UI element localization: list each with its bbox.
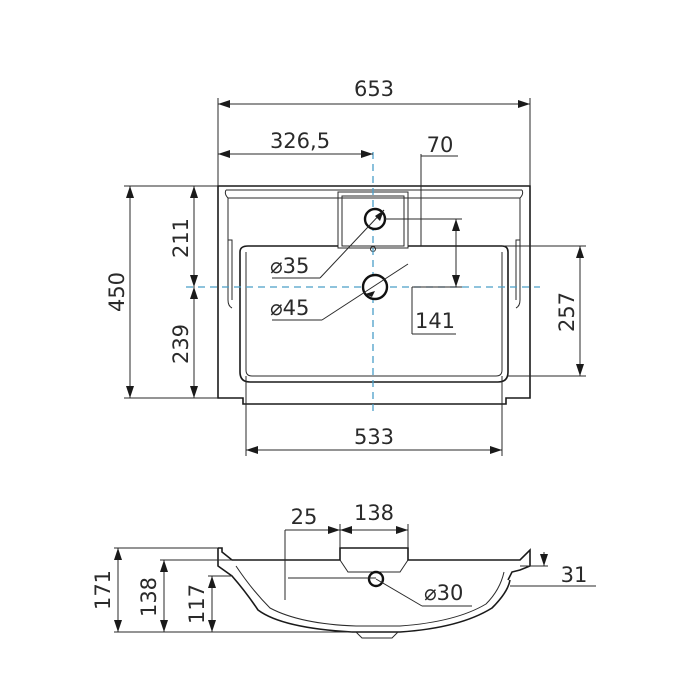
dim-bowl-width: 533	[245, 376, 503, 456]
dim-height-low: 117	[185, 576, 216, 632]
dim-width-total: 653	[217, 77, 531, 186]
dim-label-25: 25	[291, 505, 318, 529]
dim-label-239: 239	[169, 324, 193, 364]
dim-height-mid: 138	[137, 560, 168, 632]
dim-label-70: 70	[427, 133, 454, 157]
drain-hole	[361, 273, 389, 301]
dim-label-overflow-hole: ⌀30	[424, 581, 463, 605]
dim-label-138: 138	[137, 577, 161, 617]
dim-label-141: 141	[415, 309, 455, 333]
dim-label-117: 117	[185, 584, 209, 624]
dim-tap-to-drain: 141	[385, 218, 462, 335]
dim-label-31: 31	[561, 563, 588, 587]
side-profile	[217, 547, 531, 639]
dim-depth-split: 211 239	[169, 186, 198, 398]
dim-tap-offset: 70	[407, 133, 458, 246]
dim-label-653: 653	[354, 77, 394, 101]
dim-label-211: 211	[169, 218, 193, 258]
dim-height-total: 171	[91, 548, 122, 632]
basin-outline	[217, 185, 531, 405]
dim-front-lip: 31	[510, 552, 596, 587]
dim-label-257: 257	[555, 292, 579, 332]
dim-label-171: 171	[91, 570, 115, 610]
dim-label-533: 533	[354, 425, 394, 449]
dim-label-drain-hole: ⌀45	[270, 296, 309, 320]
dim-rim-and-deck: 25 138	[284, 501, 409, 600]
dim-label-tap-hole: ⌀35	[270, 254, 309, 278]
dim-label-326-5: 326,5	[270, 129, 330, 153]
leader-tap-hole: ⌀35	[270, 209, 385, 279]
dim-label-side-138: 138	[354, 501, 394, 525]
dim-bowl-depth: 257	[502, 245, 586, 377]
leader-overflow-hole: ⌀30	[375, 578, 472, 607]
side-view: 25 138 171 138 117	[91, 501, 596, 639]
dim-depth-total: 450	[105, 185, 218, 399]
dim-label-450: 450	[105, 272, 129, 312]
top-view: 653 326,5 70 450	[105, 77, 586, 456]
leader-drain-hole: ⌀45	[270, 263, 409, 321]
dim-half-width: 326,5	[218, 129, 373, 158]
